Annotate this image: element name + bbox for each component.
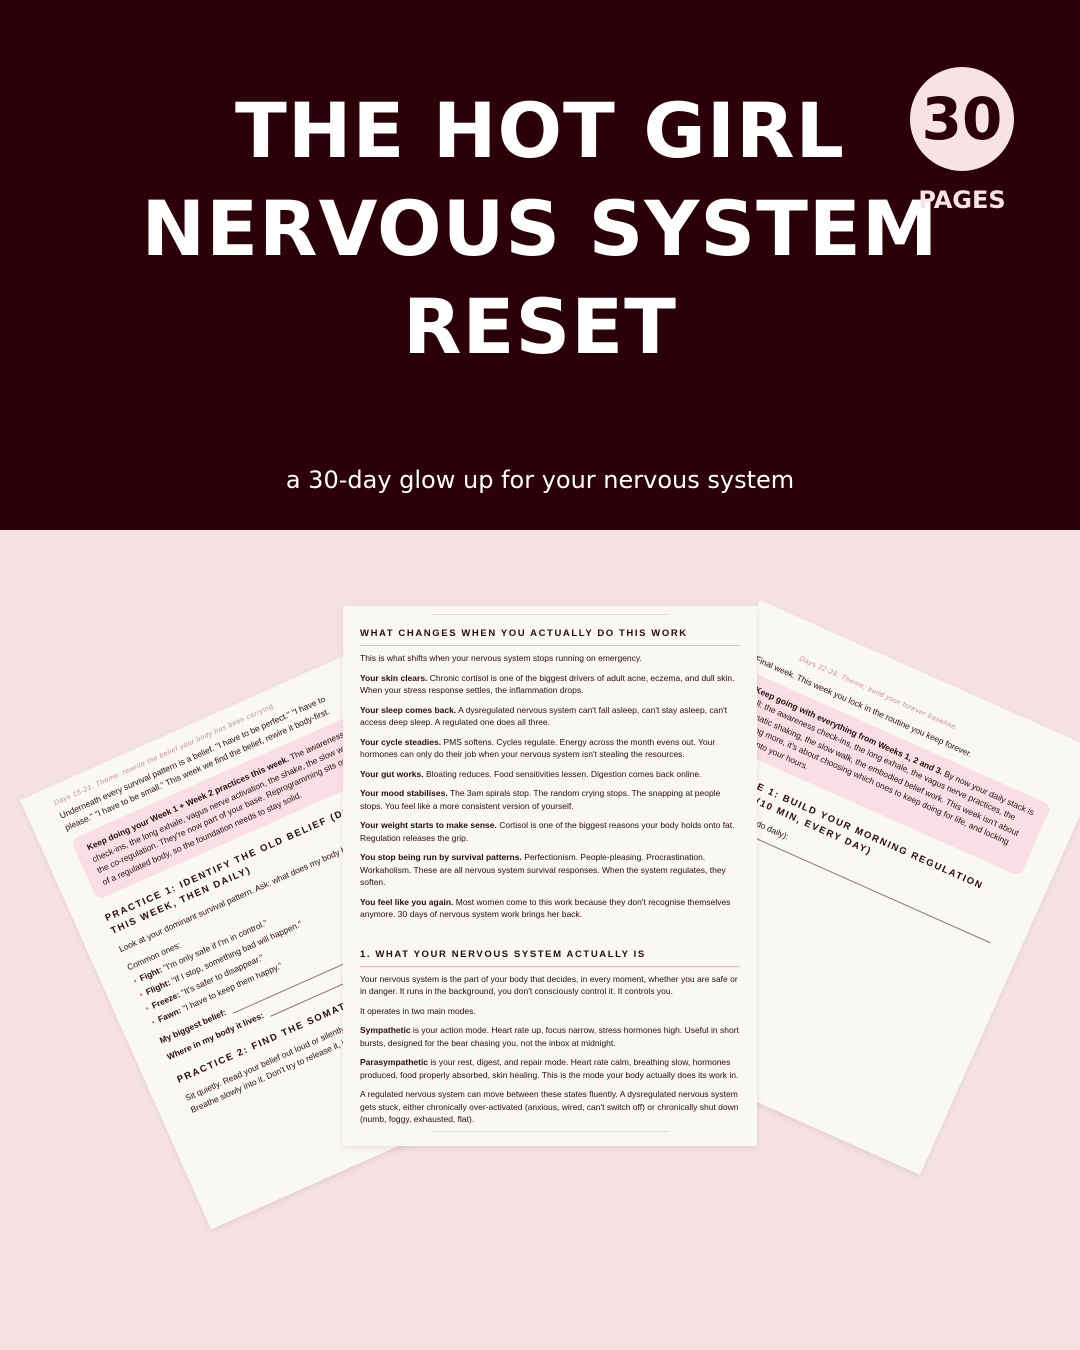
section2-lead: Parasympathetic	[360, 1057, 429, 1067]
change-lead: Your skin clears.	[360, 672, 428, 683]
center-heading-2: 1. WHAT YOUR NERVOUS SYSTEM ACTUALLY IS	[360, 949, 740, 967]
subtitle: a 30-day glow up for your nervous system	[285, 466, 795, 494]
page-count-label: PAGES	[918, 186, 1006, 214]
change-item: Your skin clears. Chronic cortisol is on…	[360, 672, 740, 697]
section2-text: is your rest, digest, and repair mode. H…	[360, 1057, 739, 1080]
title-line-1: THE HOT GIRL	[235, 86, 845, 175]
hero-banner: THE HOT GIRL NERVOUS SYSTEM RESET a 30-d…	[0, 0, 1080, 530]
change-item: Your sleep comes back. A dysregulated ne…	[360, 704, 740, 729]
change-text: PMS softens. Cycles regulate. Energy acr…	[360, 736, 716, 760]
change-item: You stop being run by survival patterns.…	[360, 851, 740, 889]
change-item: You feel like you again. Most women come…	[360, 896, 740, 921]
section2-paragraph: A regulated nervous system can move betw…	[360, 1088, 740, 1126]
change-text: Cortisol is one of the biggest reasons y…	[360, 820, 735, 843]
document-page-center: WHAT CHANGES WHEN YOU ACTUALLY DO THIS W…	[343, 606, 757, 1146]
bullet-icon: •	[149, 1016, 157, 1028]
change-item: Your cycle steadies. PMS softens. Cycles…	[360, 736, 740, 761]
bullet-icon: •	[143, 1003, 151, 1014]
change-lead: Your sleep comes back.	[360, 704, 457, 715]
change-lead: You stop being run by survival patterns.	[360, 852, 522, 862]
section2-text: It operates in two main modes.	[360, 1005, 476, 1016]
change-lead: Your gut works.	[360, 768, 424, 779]
center-top-divider	[431, 614, 669, 615]
center-intro: This is what shifts when your nervous sy…	[360, 653, 642, 663]
bullet-icon: •	[137, 989, 145, 1000]
section2-paragraph: Sympathetic is your action mode. Heart r…	[360, 1024, 740, 1049]
section2-paragraph: Parasympathetic is your rest, digest, an…	[360, 1056, 740, 1081]
change-lead: You feel like you again.	[360, 896, 454, 907]
title-line-2: NERVOUS SYSTEM	[141, 184, 939, 273]
change-text: A dysregulated nervous system can't fall…	[360, 704, 728, 728]
section2-text: A regulated nervous system can move betw…	[360, 1089, 739, 1124]
change-lead: Your cycle steadies.	[360, 736, 442, 747]
center-bottom-divider	[431, 1131, 669, 1132]
page-count-badge: 30	[910, 67, 1014, 171]
change-lead: Your mood stabilises.	[360, 788, 448, 798]
change-item: Your gut works. Bloating reduces. Food s…	[360, 768, 740, 781]
section2-text: Your nervous system is the part of your …	[360, 973, 738, 997]
section2-paragraph: Your nervous system is the part of your …	[360, 973, 740, 998]
change-text: Most women come to this work because the…	[360, 896, 731, 920]
change-lead: Your weight starts to make sense.	[360, 820, 497, 830]
section2-paragraph: It operates in two main modes.	[360, 1005, 740, 1018]
bullet-icon: •	[131, 975, 139, 987]
change-text: The 3am spirals stop. The random crying …	[360, 788, 721, 811]
section2-text: is your action mode. Heart rate up, focu…	[360, 1025, 739, 1048]
change-item: Your mood stabilises. The 3am spirals st…	[360, 787, 740, 812]
change-text: Bloating reduces. Food sensitivities les…	[423, 768, 702, 779]
page-title: THE HOT GIRL NERVOUS SYSTEM RESET	[140, 82, 940, 376]
change-text: Chronic cortisol is one of the biggest d…	[360, 672, 735, 696]
change-text: Perfectionism. People-pleasing. Procrast…	[360, 852, 726, 887]
center-heading-1: WHAT CHANGES WHEN YOU ACTUALLY DO THIS W…	[360, 628, 740, 646]
change-item: Your weight starts to make sense. Cortis…	[360, 819, 740, 844]
section2-lead: Sympathetic	[360, 1025, 411, 1035]
title-line-3: RESET	[403, 282, 677, 371]
